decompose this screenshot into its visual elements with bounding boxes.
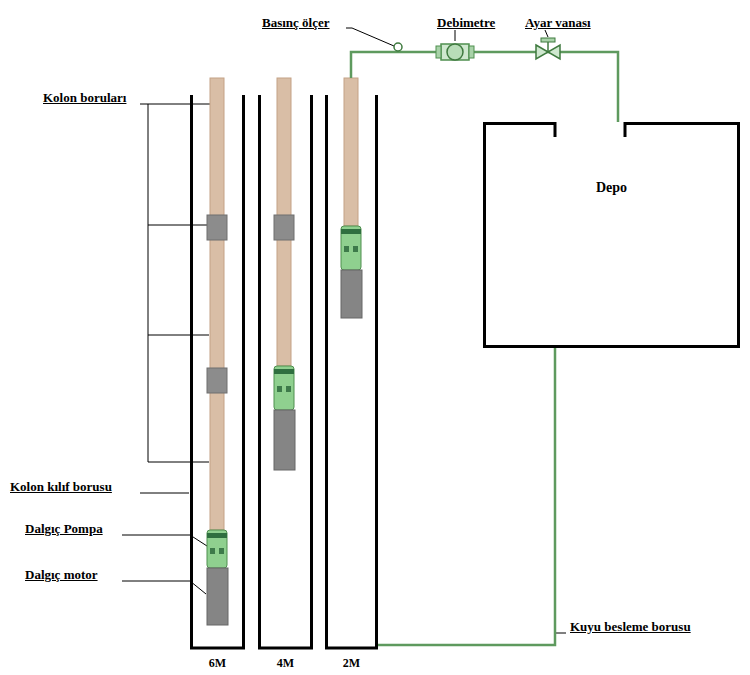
label-holder: Kuyu besleme borusu — [570, 617, 691, 635]
well-6m-column — [207, 78, 228, 625]
bracket-line — [148, 335, 209, 336]
leader-line — [346, 28, 394, 46]
pressure-gauge — [394, 43, 402, 52]
part-label: Debimetre — [437, 15, 495, 30]
pump-slot — [353, 246, 358, 252]
pump-slot — [286, 386, 291, 392]
label-holder: Ayar vanası — [525, 13, 591, 31]
label-holder: Dalgıç Pompa — [25, 519, 103, 537]
pipe-coupling — [207, 368, 227, 393]
flowmeter — [436, 44, 474, 60]
pump-slot — [219, 548, 224, 554]
pump-ring — [274, 369, 294, 374]
leader-line — [455, 30, 456, 41]
leader-lines — [122, 28, 566, 633]
casing-outline — [258, 78, 313, 670]
storage-tank: Depo — [483, 122, 740, 348]
submersible-motor — [207, 568, 228, 625]
bracket-line — [148, 462, 209, 463]
pump-slot — [344, 246, 349, 252]
water-pipe — [378, 348, 555, 645]
well-label: 4M — [277, 656, 294, 670]
part-label: Ayar vanası — [525, 15, 591, 30]
well-casing: 2M — [325, 78, 378, 670]
well-4m-column — [274, 78, 295, 470]
label-holder: Debimetre — [437, 13, 495, 31]
part-label: Basınç ölçer — [262, 15, 330, 30]
well-label: 2M — [343, 656, 360, 670]
part-label: Kolon kılıf borusu — [10, 479, 112, 494]
leader-line — [545, 30, 548, 37]
outline-path — [260, 95, 312, 648]
part-label: Dalgıç motor — [25, 567, 98, 582]
pump-ring — [341, 229, 361, 234]
submersible-motor — [341, 270, 362, 318]
column-pipe — [210, 78, 224, 530]
leader-line — [122, 535, 207, 546]
pump-slot — [210, 548, 215, 554]
pipe-coupling — [207, 215, 227, 240]
pump-slot — [277, 386, 282, 392]
casing-outline — [325, 78, 378, 670]
well-casing: 4M — [258, 78, 313, 670]
outline-path — [485, 124, 739, 347]
label-holder: Dalgıç motor — [25, 565, 98, 583]
well-label: 6M — [209, 656, 226, 670]
bracket-line — [148, 225, 209, 226]
control-valve — [536, 38, 560, 59]
column-pipe — [344, 78, 358, 226]
outline-path — [327, 95, 377, 648]
submersible-pump — [274, 366, 294, 410]
leader-line — [556, 633, 566, 634]
water-pipe — [351, 52, 618, 122]
submersible-motor — [274, 410, 295, 470]
part-label: Dalgıç Pompa — [25, 521, 103, 536]
tank-label: Depo — [596, 180, 627, 196]
label-holder: Kolon kılıf borusu — [10, 477, 112, 495]
submersible-pump — [207, 530, 227, 568]
pipe-coupling — [274, 215, 294, 240]
submersible-pump — [341, 226, 361, 270]
well-casing: 6M — [190, 78, 245, 670]
pump-ring — [207, 533, 227, 538]
part-label: Kuyu besleme borusu — [570, 619, 691, 634]
outline-path — [192, 95, 244, 648]
tank-outline — [483, 122, 740, 348]
label-holder: Kolon boruları — [43, 88, 126, 106]
leader-line — [122, 581, 206, 594]
well-2m-column — [341, 78, 362, 318]
bracket-line — [148, 104, 149, 462]
leader-line — [140, 104, 216, 105]
part-label: Kolon boruları — [43, 90, 126, 105]
casing-outline — [190, 78, 245, 670]
leader-line — [140, 493, 189, 494]
label-holder: Basınç ölçer — [262, 13, 330, 31]
